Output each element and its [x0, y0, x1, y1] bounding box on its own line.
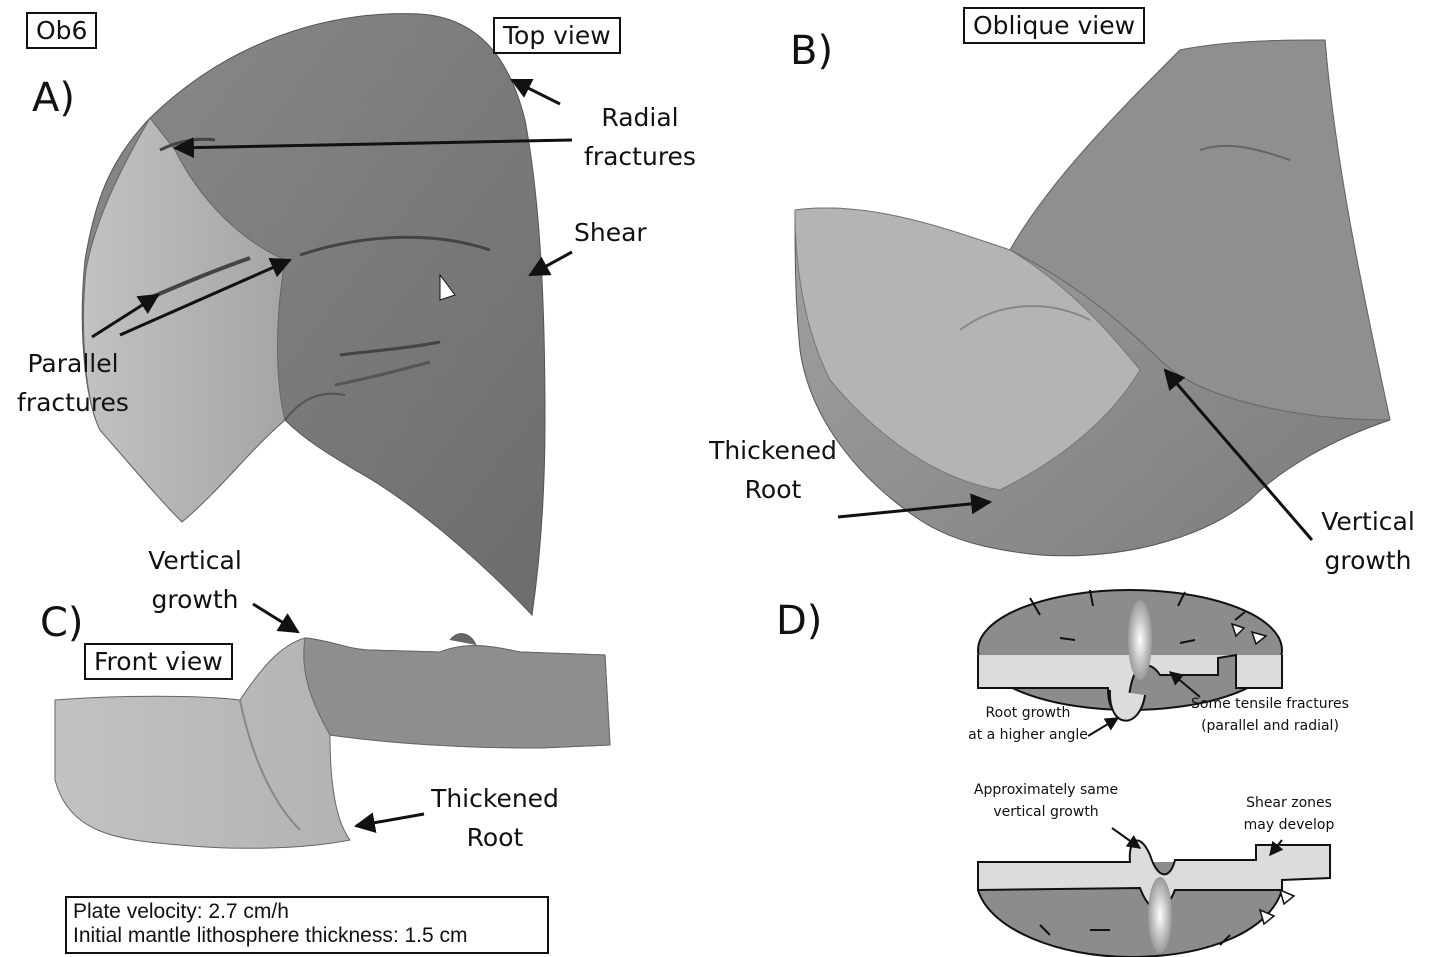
radial-fractures-label: Radial fractures [575, 98, 705, 176]
radial-line-2: fractures [575, 137, 705, 176]
schematic-lower-block [978, 841, 1330, 957]
c-thickened-root-label: Thickened Root [428, 779, 562, 857]
arrow-d-approx [1112, 828, 1140, 848]
plate-velocity-text: Plate velocity: 2.7 cm/h [73, 900, 541, 924]
root-line-1: Root growth [958, 702, 1098, 724]
oblique-view-model [795, 40, 1390, 556]
tensile-line-2: (parallel and radial) [1182, 715, 1358, 737]
panel-b-letter: B) [790, 28, 833, 74]
tensile-fractures-label: Some tensile fractures (parallel and rad… [1182, 693, 1358, 737]
parallel-fractures-label: Parallel fractures [6, 344, 140, 422]
c-vertical-growth-label: Vertical growth [130, 541, 260, 619]
tensile-line-1: Some tensile fractures [1182, 693, 1358, 715]
panel-b-view-label: Oblique view [963, 7, 1145, 44]
c-vert-line-1: Vertical [130, 541, 260, 580]
panel-d-letter: D) [776, 598, 822, 644]
mantle-thickness-text: Initial mantle lithosphere thickness: 1.… [73, 924, 541, 948]
b-thick-line-1: Thickened [706, 431, 840, 470]
panel-c-view-label: Front view [84, 643, 233, 680]
shearz-line-2: may develop [1236, 814, 1342, 836]
root-growth-label: Root growth at a higher angle [958, 702, 1098, 746]
b-thickened-root-label: Thickened Root [706, 431, 840, 509]
root-line-2: at a higher angle [958, 724, 1098, 746]
c-thick-line-2: Root [428, 818, 562, 857]
radial-line-1: Radial [575, 98, 705, 137]
b-vert-line-1: Vertical [1305, 502, 1431, 541]
panel-a-letter: A) [32, 75, 75, 121]
shear-zones-label: Shear zones may develop [1236, 792, 1342, 836]
shearz-line-1: Shear zones [1236, 792, 1342, 814]
b-vert-line-2: growth [1305, 541, 1431, 580]
parallel-line-1: Parallel [6, 344, 140, 383]
approx-line-2: vertical growth [962, 801, 1130, 823]
top-view-model [82, 14, 545, 615]
c-thick-line-1: Thickened [428, 779, 562, 818]
figure-id-label: Ob6 [26, 12, 97, 49]
b-thick-line-2: Root [706, 470, 840, 509]
parameters-box: Plate velocity: 2.7 cm/h Initial mantle … [65, 896, 549, 954]
b-vertical-growth-label: Vertical growth [1305, 502, 1431, 580]
approx-line-1: Approximately same [962, 779, 1130, 801]
panel-c-letter: C) [40, 600, 84, 646]
c-vert-line-2: growth [130, 580, 260, 619]
panel-a-view-label: Top view [493, 17, 621, 54]
arrow-c-thick [356, 814, 424, 826]
shear-label: Shear [574, 213, 647, 252]
parallel-line-2: fractures [6, 383, 140, 422]
approx-growth-label: Approximately same vertical growth [962, 779, 1130, 823]
